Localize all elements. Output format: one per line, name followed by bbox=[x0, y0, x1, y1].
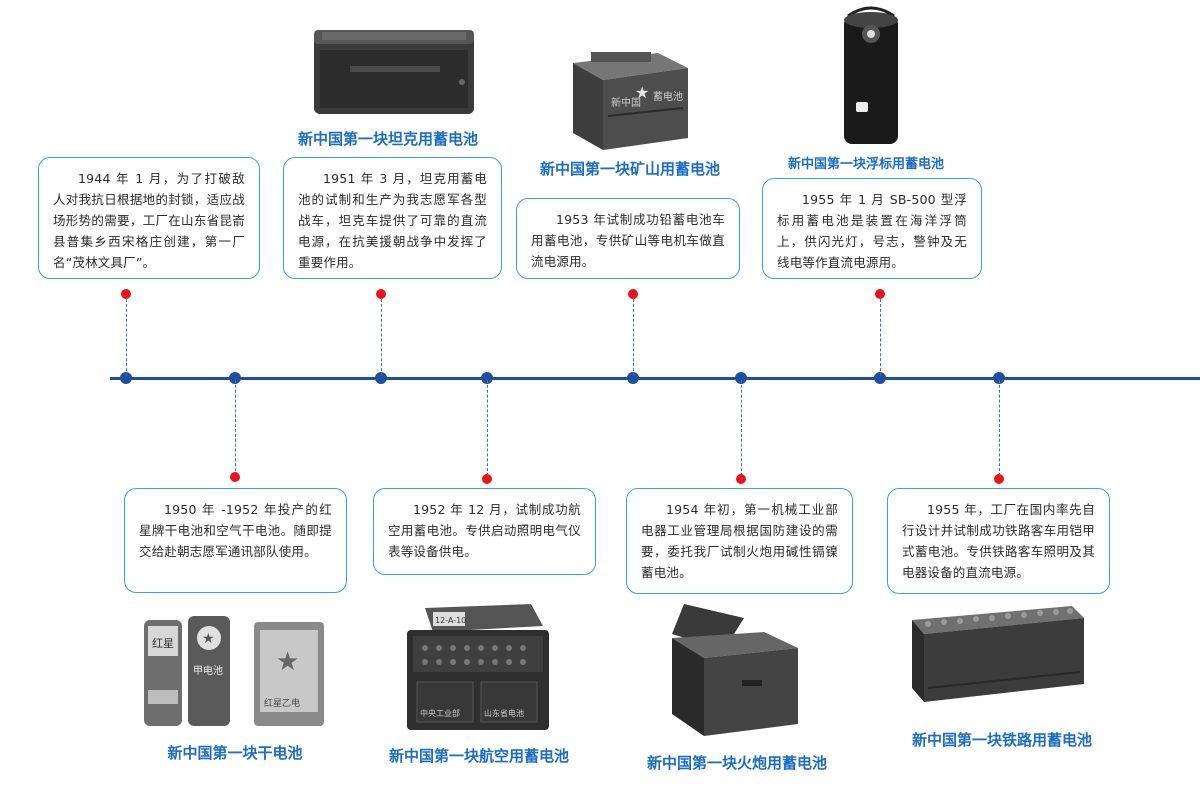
caption-artillery-battery: 新中国第一块火炮用蓄电池 bbox=[646, 754, 828, 772]
event-card-1955-buoy: 1955 年 1 月 SB-500 型浮标用蓄电池是装置在海洋浮筒上，供闪光灯，… bbox=[762, 178, 982, 279]
artillery-battery-photo bbox=[672, 604, 798, 736]
timeline-node-1953 bbox=[627, 372, 639, 384]
aviation-battery-mark-top: 12-A-10 bbox=[435, 616, 466, 625]
dry-battery-mark-right: 红星乙电 bbox=[264, 697, 300, 709]
railway-battery-photo bbox=[912, 606, 1084, 702]
caption-railway-battery: 新中国第一块铁路用蓄电池 bbox=[911, 731, 1093, 749]
dry-battery-photo: 红星 ★ 甲电池 ★ 红星乙电 bbox=[144, 616, 324, 726]
caption-mine-battery: 新中国第一块矿山用蓄电池 bbox=[539, 160, 721, 178]
tank-battery-photo bbox=[314, 30, 474, 114]
aviation-battery-mark-left: 中央工业部 bbox=[420, 708, 460, 718]
timeline-axis bbox=[110, 377, 1200, 380]
marker-1952 bbox=[482, 474, 492, 484]
connector-1955-rail bbox=[999, 380, 1000, 476]
event-card-1955-rail: 1955 年，工厂在国内率先自行设计并试制成功铁路客车用铠甲式蓄电池。专供铁路客… bbox=[887, 488, 1110, 594]
timeline-node-1951 bbox=[375, 372, 387, 384]
mine-battery-mark-right: 蓄电池 bbox=[653, 90, 683, 103]
dry-battery-mark-left: 红星 bbox=[152, 637, 174, 650]
event-card-1954: 1954 年初，第一机械工业部电器工业管理局根据国防建设的需要，委托我厂试制火炮… bbox=[626, 488, 853, 594]
event-card-1944: 1944 年 1 月，为了打破敌人对我抗日根据地的封锁，适应战场形势的需要，工厂… bbox=[38, 157, 260, 279]
event-card-1951: 1951 年 3 月，坦克用蓄电池的试制和生产为我志愿军各型战车，坦克车提供了可… bbox=[283, 157, 502, 279]
event-card-1950: 1950 年 -1952 年投产的红星牌干电池和空气干电池。随即提交给赴朝志愿军… bbox=[124, 488, 347, 593]
event-card-1952: 1952 年 12 月，试制成功航空用蓄电池。专供启动照明电气仪表等设备供电。 bbox=[373, 488, 596, 575]
connector-1951 bbox=[381, 294, 382, 376]
marker-1954 bbox=[736, 474, 746, 484]
connector-1954 bbox=[741, 380, 742, 476]
marker-1951 bbox=[376, 289, 386, 299]
timeline-node-1944 bbox=[120, 372, 132, 384]
dry-battery-mark-mid: 甲电池 bbox=[193, 664, 223, 677]
buoy-battery-photo bbox=[844, 6, 898, 144]
connector-1955-buoy bbox=[880, 294, 881, 376]
timeline-node-1955-rail bbox=[993, 372, 1005, 384]
connector-1944 bbox=[126, 294, 127, 376]
connector-1953 bbox=[633, 294, 634, 376]
marker-1953 bbox=[628, 289, 638, 299]
caption-buoy-battery: 新中国第一块浮标用蓄电池 bbox=[787, 157, 945, 172]
timeline-node-1955-buoy bbox=[874, 372, 886, 384]
connector-1952 bbox=[487, 380, 488, 476]
mine-battery-mark-left: 新中国 bbox=[611, 96, 641, 109]
timeline-node-1954 bbox=[735, 372, 747, 384]
marker-1955-buoy bbox=[875, 289, 885, 299]
caption-dry-battery: 新中国第一块干电池 bbox=[167, 744, 303, 762]
marker-1944 bbox=[121, 289, 131, 299]
red-star-icon: ★ bbox=[202, 631, 215, 647]
caption-aviation-battery: 新中国第一块航空用蓄电池 bbox=[388, 747, 570, 765]
star-icon: ★ bbox=[635, 83, 649, 102]
aviation-battery-mark-right: 山东省电池 bbox=[484, 708, 524, 718]
caption-tank-battery: 新中国第一块坦克用蓄电池 bbox=[297, 130, 479, 148]
marker-1950 bbox=[230, 472, 240, 482]
star-icon-large: ★ bbox=[276, 647, 299, 677]
timeline-node-1950 bbox=[229, 372, 241, 384]
timeline-node-1952 bbox=[481, 372, 493, 384]
mine-battery-photo: 新中国 ★ 蓄电池 bbox=[573, 52, 688, 150]
event-card-1953: 1953 年试制成功铅蓄电池车用蓄电池，专供矿山等电机车做直流电源用。 bbox=[516, 198, 740, 279]
aviation-battery-photo: 12-A-10 中央工业部 山东省电池 bbox=[407, 604, 549, 730]
marker-1955-rail bbox=[994, 474, 1004, 484]
connector-1950 bbox=[235, 380, 236, 476]
